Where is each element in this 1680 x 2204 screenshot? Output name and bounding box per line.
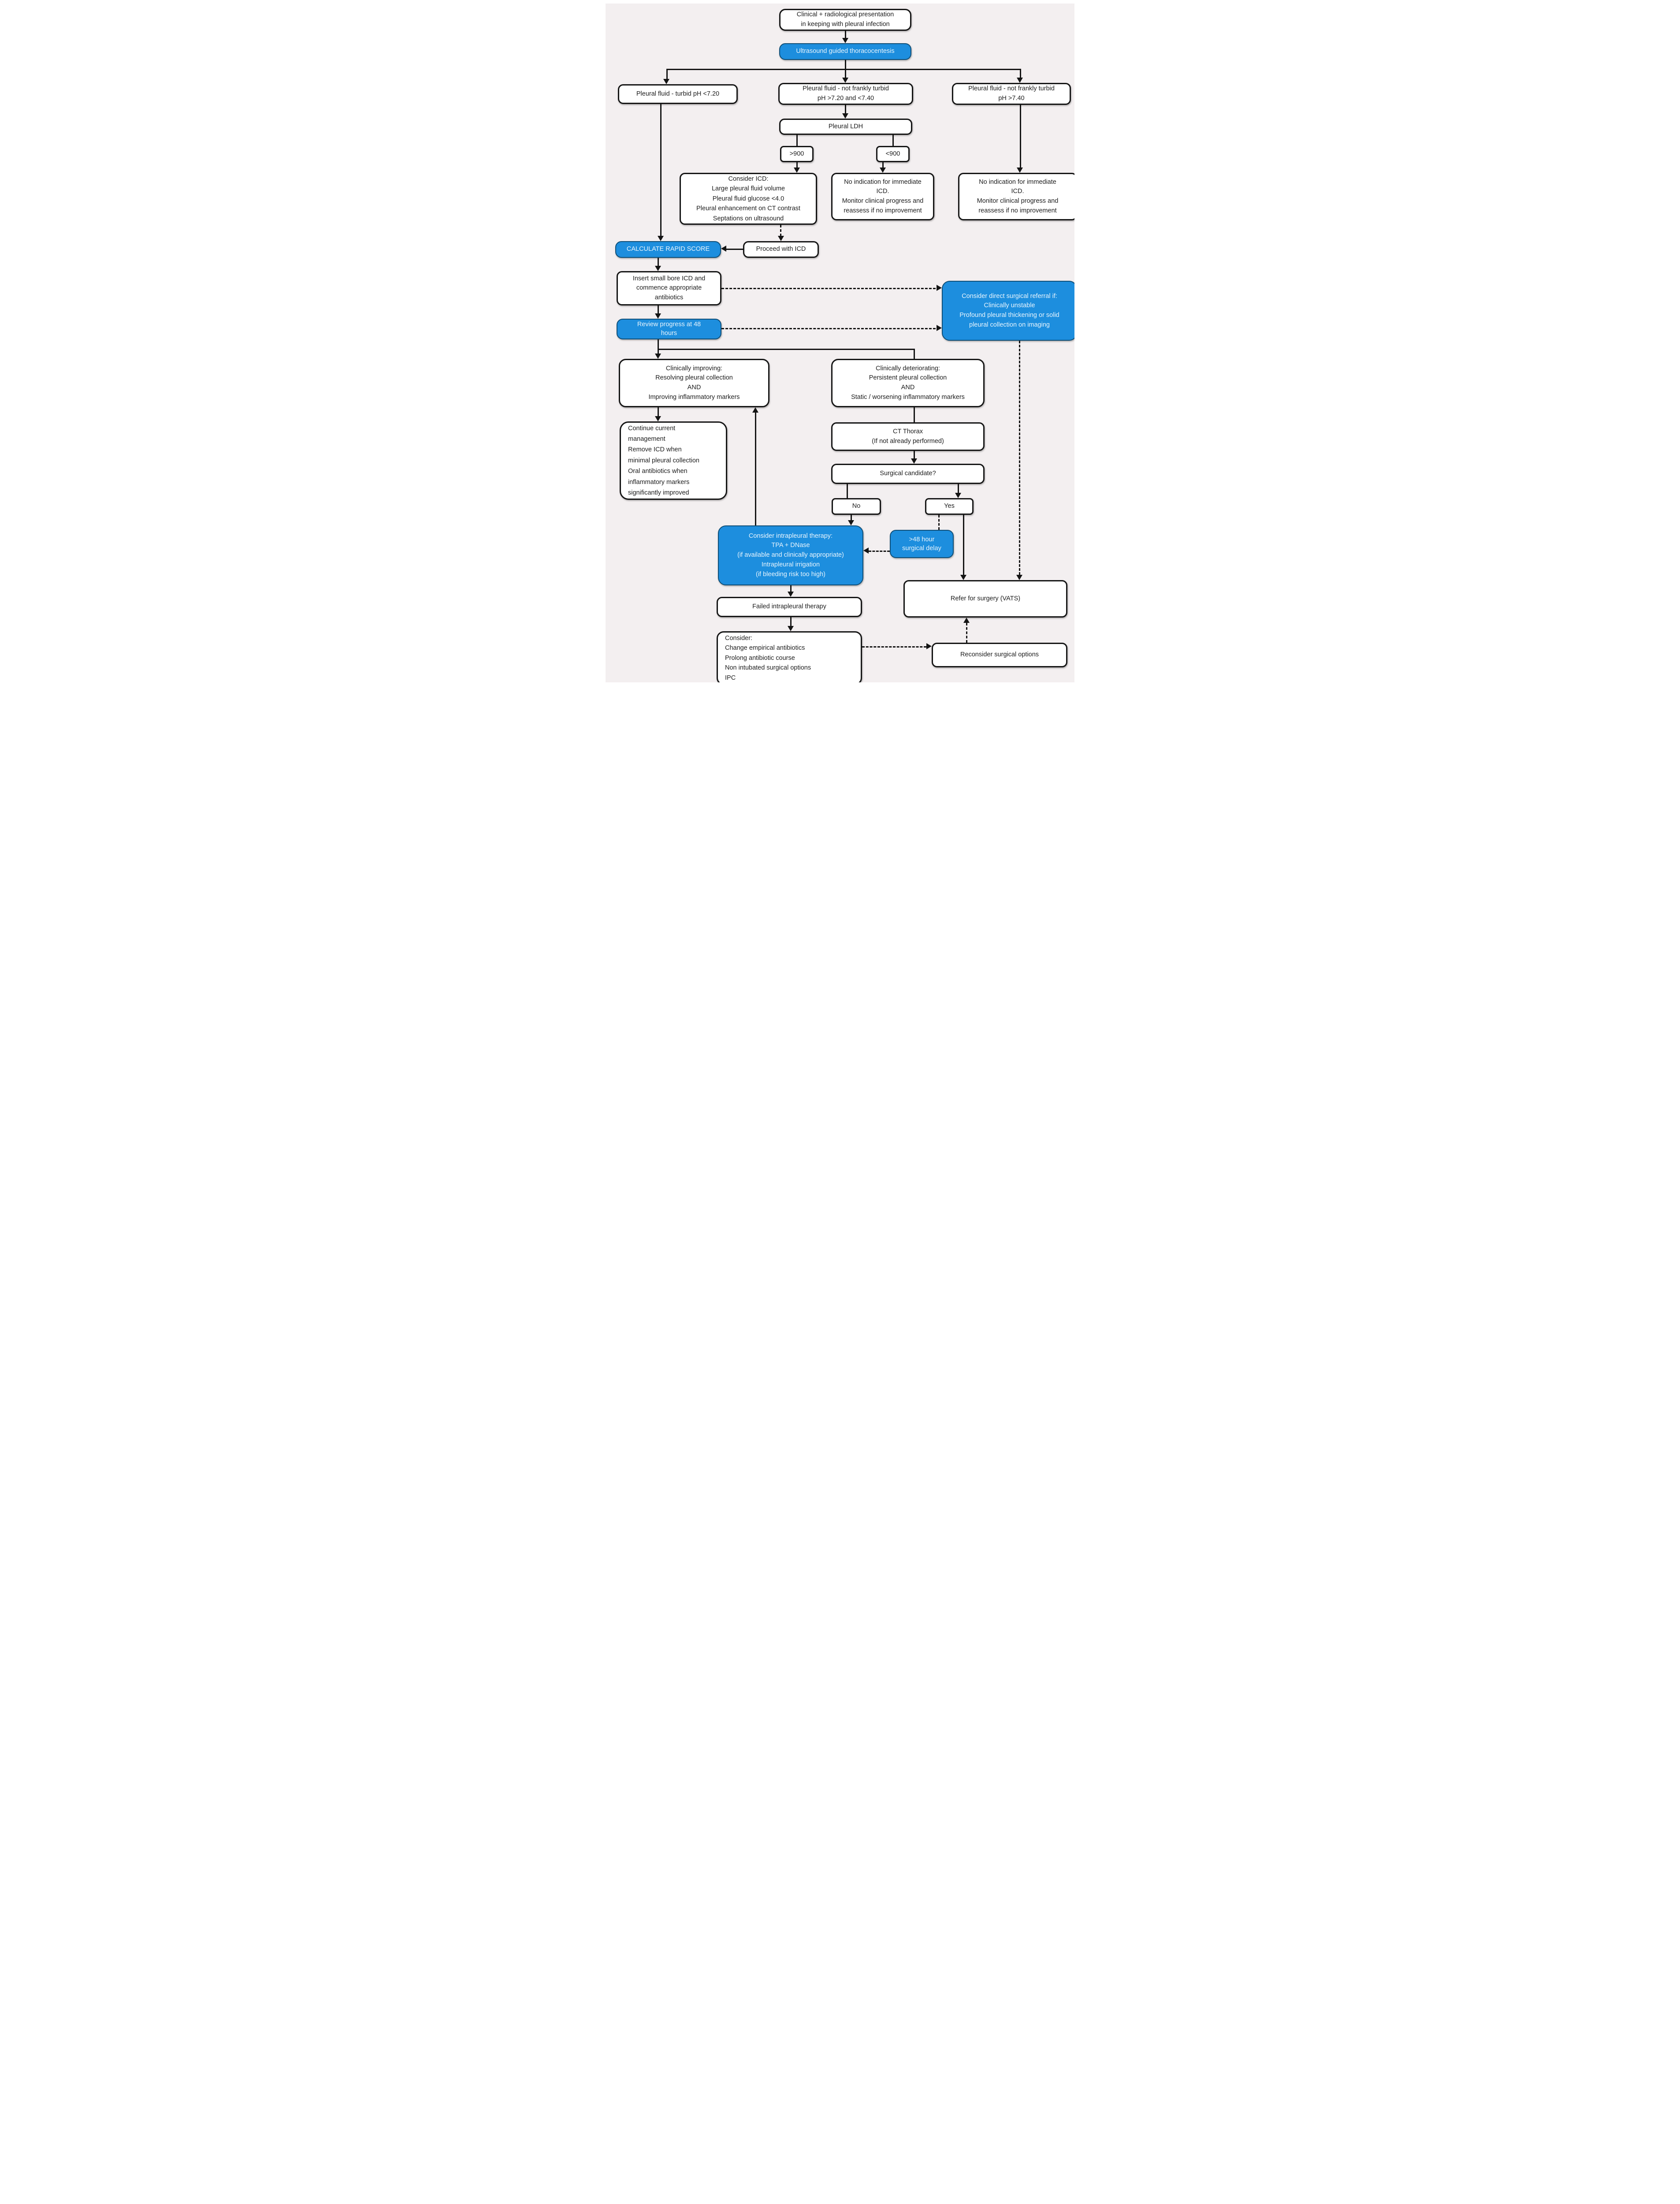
node-failed-intrapleural-therapy: Failed intrapleural therapy [717,597,862,617]
connector-review-down [658,339,659,354]
connector-review-to-referral-dashed [721,328,936,329]
arrowhead-review-to-referral [937,325,942,331]
connector-proceed-to-rapid [726,249,743,250]
arrowhead-branch-right [1017,78,1023,83]
connector-deteriorating-to-ct [914,407,915,422]
node-ct-thorax: CT Thorax (If not already performed) [831,422,985,451]
connector-failed-to-consider [790,617,792,626]
connector-improving-to-continue [658,407,659,416]
node-pleural-fluid-not-turbid-right: Pleural fluid - not frankly turbid pH >7… [952,83,1071,105]
connector-rapid-to-insert [658,258,659,266]
connector-turbid-to-rapid [660,104,662,236]
arrowhead-intrapleural-to-failed [788,592,794,597]
connector-candidate-to-no [847,484,848,498]
connector-ct-to-candidate [914,451,915,458]
node-pleural-fluid-turbid: Pleural fluid - turbid pH <7.20 [618,84,738,104]
arrowhead-branch-mid [842,78,848,83]
node-proceed-with-icd: Proceed with ICD [743,241,819,258]
arrowhead-improving-to-continue [655,416,661,421]
connector-yes-to-refer [963,515,964,575]
connector-notturbid-to-ldh [845,105,846,113]
connector-lt900-down [882,162,884,168]
connector-yes-to-delay-dashed [938,515,940,530]
node-ldh-lt900: <900 [876,146,910,162]
connector-right-to-noindication [1020,105,1021,168]
arrowhead-turbid-to-rapid [658,236,664,241]
node-continue-current-management: Continue current management Remove ICD w… [620,421,727,500]
connector-insert-to-review [658,305,659,313]
arrowhead-consider-to-reconsider [926,643,932,649]
node-consider-intrapleural-therapy: Consider intrapleural therapy: TPA + DNa… [718,525,863,585]
node-direct-surgical-referral: Consider direct surgical referral if: Cl… [942,281,1074,341]
node-review-progress-48h: Review progress at 48 hours [617,319,721,339]
node-48h-surgical-delay: >48 hour surgical delay [890,530,954,558]
connector-gt900-down [796,162,798,168]
node-clinically-improving: Clinically improving: Resolving pleural … [619,359,769,407]
connector-referral-to-refer-dashed [1019,341,1020,575]
arrowhead-no-to-intrapleural [848,520,854,525]
arrowhead-rapid-to-insert [655,266,661,271]
flowchart-canvas: Clinical + radiological presentation in … [602,0,1078,686]
arrowhead-reconsider-to-refer [963,618,970,623]
arrowhead-gt900-to-consider-icd [794,168,800,173]
node-pleural-ldh: Pleural LDH [779,119,912,135]
connector-branch-horizontal [667,69,1021,70]
node-ldh-gt900: >900 [780,146,814,162]
arrowhead-notturbid-to-ldh [842,113,848,119]
node-clinical-presentation: Clinical + radiological presentation in … [779,9,911,31]
node-calculate-rapid-score: CALCULATE RAPID SCORE [615,241,721,258]
connector-branch-left [666,69,668,79]
connector-consider-to-reconsider-dashed [862,646,926,648]
node-pleural-fluid-not-turbid-mid: Pleural fluid - not frankly turbid pH >7… [778,83,913,105]
node-no: No [832,498,881,515]
connector-no-down [851,515,852,520]
connector-considericd-to-proceed-dashed [780,225,781,236]
arrowhead-lt900-to-noindication [880,168,886,173]
connector-ldh-to-gt900 [796,135,798,146]
arrowhead-proceed-to-rapid [721,246,726,252]
connector-branch-to-deteriorating [914,349,915,359]
arrowhead-referral-to-refer [1016,575,1022,580]
node-refer-for-surgery-vats: Refer for surgery (VATS) [903,580,1067,618]
connector-ldh-to-lt900 [892,135,894,146]
node-insert-small-bore-icd: Insert small bore ICD and commence appro… [617,271,721,305]
arrowhead-insert-to-review [655,313,661,319]
arrowhead-delay-to-intrapleural [863,547,869,554]
arrowhead-failed-to-consider [788,626,794,631]
node-reconsider-surgical-options: Reconsider surgical options [932,643,1067,667]
arrowhead-clinical-to-ultrasound [842,38,848,43]
connector-clinical-to-ultrasound [845,31,846,38]
arrowhead-intrapleural-to-improving [752,407,758,413]
node-clinically-deteriorating: Clinically deteriorating: Persistent ple… [831,359,985,407]
arrowhead-candidate-to-yes [955,493,961,498]
node-no-indication-mid: No indication for immediate ICD. Monitor… [831,173,934,220]
arrowhead-considericd-to-proceed [778,236,784,241]
arrowhead-insert-to-referral [937,285,942,291]
connector-reconsider-to-refer-dashed [966,623,967,643]
connector-branch-right [1020,69,1021,78]
node-ultrasound-thoracocentesis: Ultrasound guided thoracocentesis [779,43,911,60]
connector-insert-to-referral-dashed [721,288,936,289]
arrowhead-right-to-noindication [1017,168,1023,173]
connector-review-branch-horizontal [658,349,915,350]
connector-candidate-to-yes [958,484,959,493]
connector-intrapleural-to-failed [790,585,792,592]
arrowhead-yes-to-refer [960,575,966,580]
node-yes: Yes [925,498,974,515]
connector-delay-to-intrapleural-dashed [869,551,890,552]
connector-intrapleural-to-improving [755,413,756,525]
node-consider-icd: Consider ICD: Large pleural fluid volume… [680,173,817,225]
arrowhead-review-to-improving [655,354,661,359]
arrowhead-ct-to-candidate [911,458,917,464]
node-no-indication-right: No indication for immediate ICD. Monitor… [958,173,1074,220]
node-surgical-candidate: Surgical candidate? [831,464,985,484]
node-consider-bottom: Consider: Change empirical antibiotics P… [717,631,862,682]
arrowhead-branch-left [663,79,669,84]
